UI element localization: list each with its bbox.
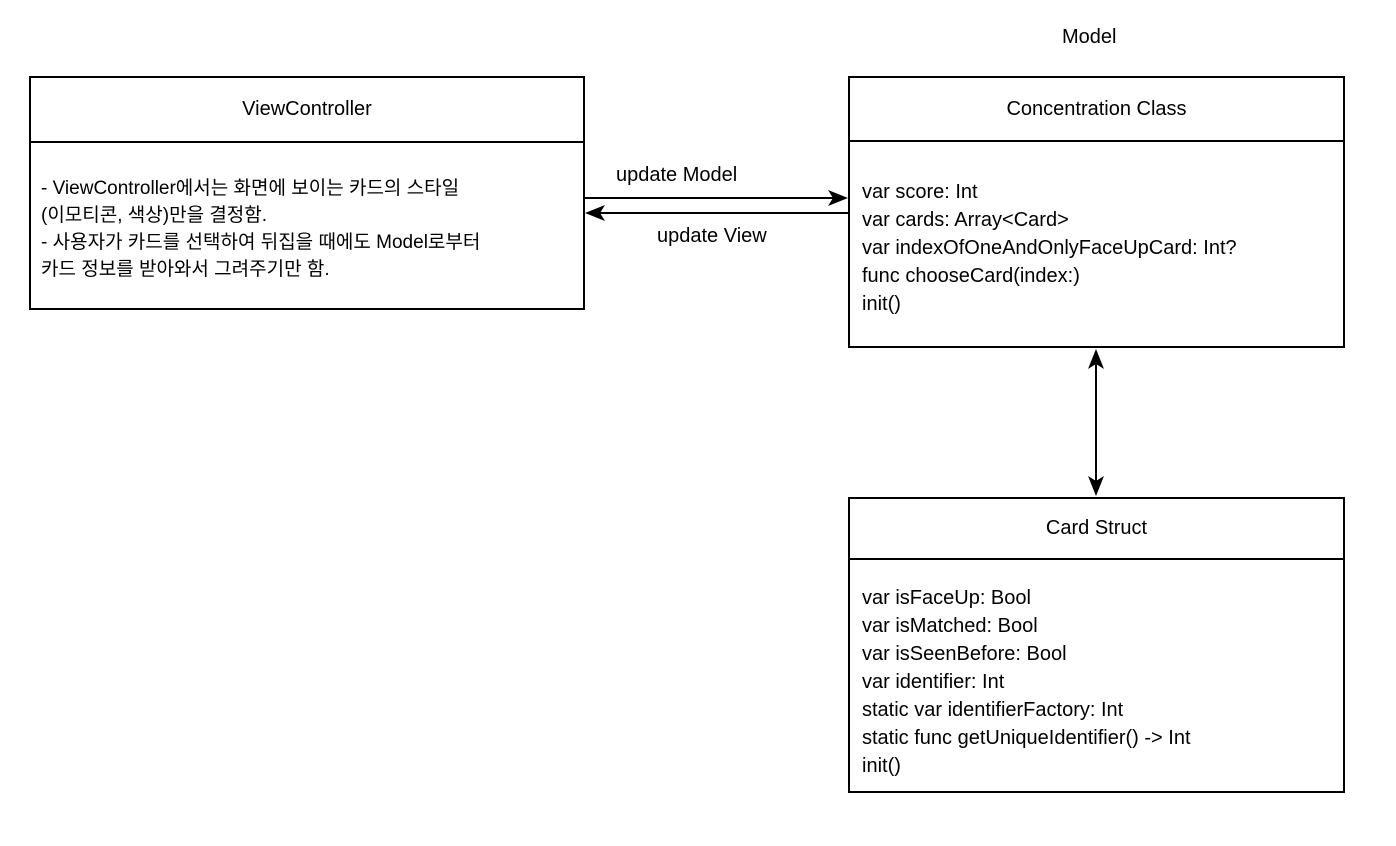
member-line: init() — [862, 755, 901, 777]
concentration-class-members: var score: Int var cards: Array<Card> va… — [850, 142, 1343, 346]
member-line: init() — [862, 293, 901, 315]
description-line: 카드 정보를 받아와서 그려주기만 함. — [41, 259, 330, 280]
concentration-class-title: Concentration Class — [850, 78, 1343, 142]
member-line: var isSeenBefore: Bool — [862, 643, 1067, 665]
update-model-arrow-label: update Model — [616, 164, 738, 186]
card-struct-title: Card Struct — [850, 499, 1343, 560]
description-line: - ViewController에서는 화면에 보이는 카드의 스타일 — [41, 178, 460, 199]
member-line: static func getUniqueIdentifier() -> Int — [862, 727, 1191, 749]
model-group-label: Model — [1062, 26, 1117, 48]
description-line: - 사용자가 카드를 선택하여 뒤집을 때에도 Model로부터 — [41, 232, 481, 253]
member-line: var isMatched: Bool — [862, 615, 1038, 637]
member-line: var cards: Array<Card> — [862, 209, 1069, 231]
member-line: var score: Int — [862, 181, 978, 203]
description-line: (이모티콘, 색상)만을 결정함. — [41, 205, 268, 226]
member-line: var indexOfOneAndOnlyFaceUpCard: Int? — [862, 237, 1237, 259]
member-line: var identifier: Int — [862, 671, 1005, 693]
member-line: static var identifierFactory: Int — [862, 699, 1124, 721]
member-line: func chooseCard(index:) — [862, 265, 1080, 287]
viewcontroller-description: - ViewController에서는 화면에 보이는 카드의 스타일 (이모티… — [31, 143, 583, 308]
card-struct-box: Card Struct var isFaceUp: Bool var isMat… — [848, 497, 1345, 793]
viewcontroller-title: ViewController — [31, 78, 583, 143]
card-struct-members: var isFaceUp: Bool var isMatched: Bool v… — [850, 560, 1343, 791]
member-line: var isFaceUp: Bool — [862, 587, 1031, 609]
viewcontroller-class-box: ViewController - ViewController에서는 화면에 보… — [29, 76, 585, 310]
update-view-arrow-label: update View — [657, 225, 767, 247]
concentration-class-box: Concentration Class var score: Int var c… — [848, 76, 1345, 348]
